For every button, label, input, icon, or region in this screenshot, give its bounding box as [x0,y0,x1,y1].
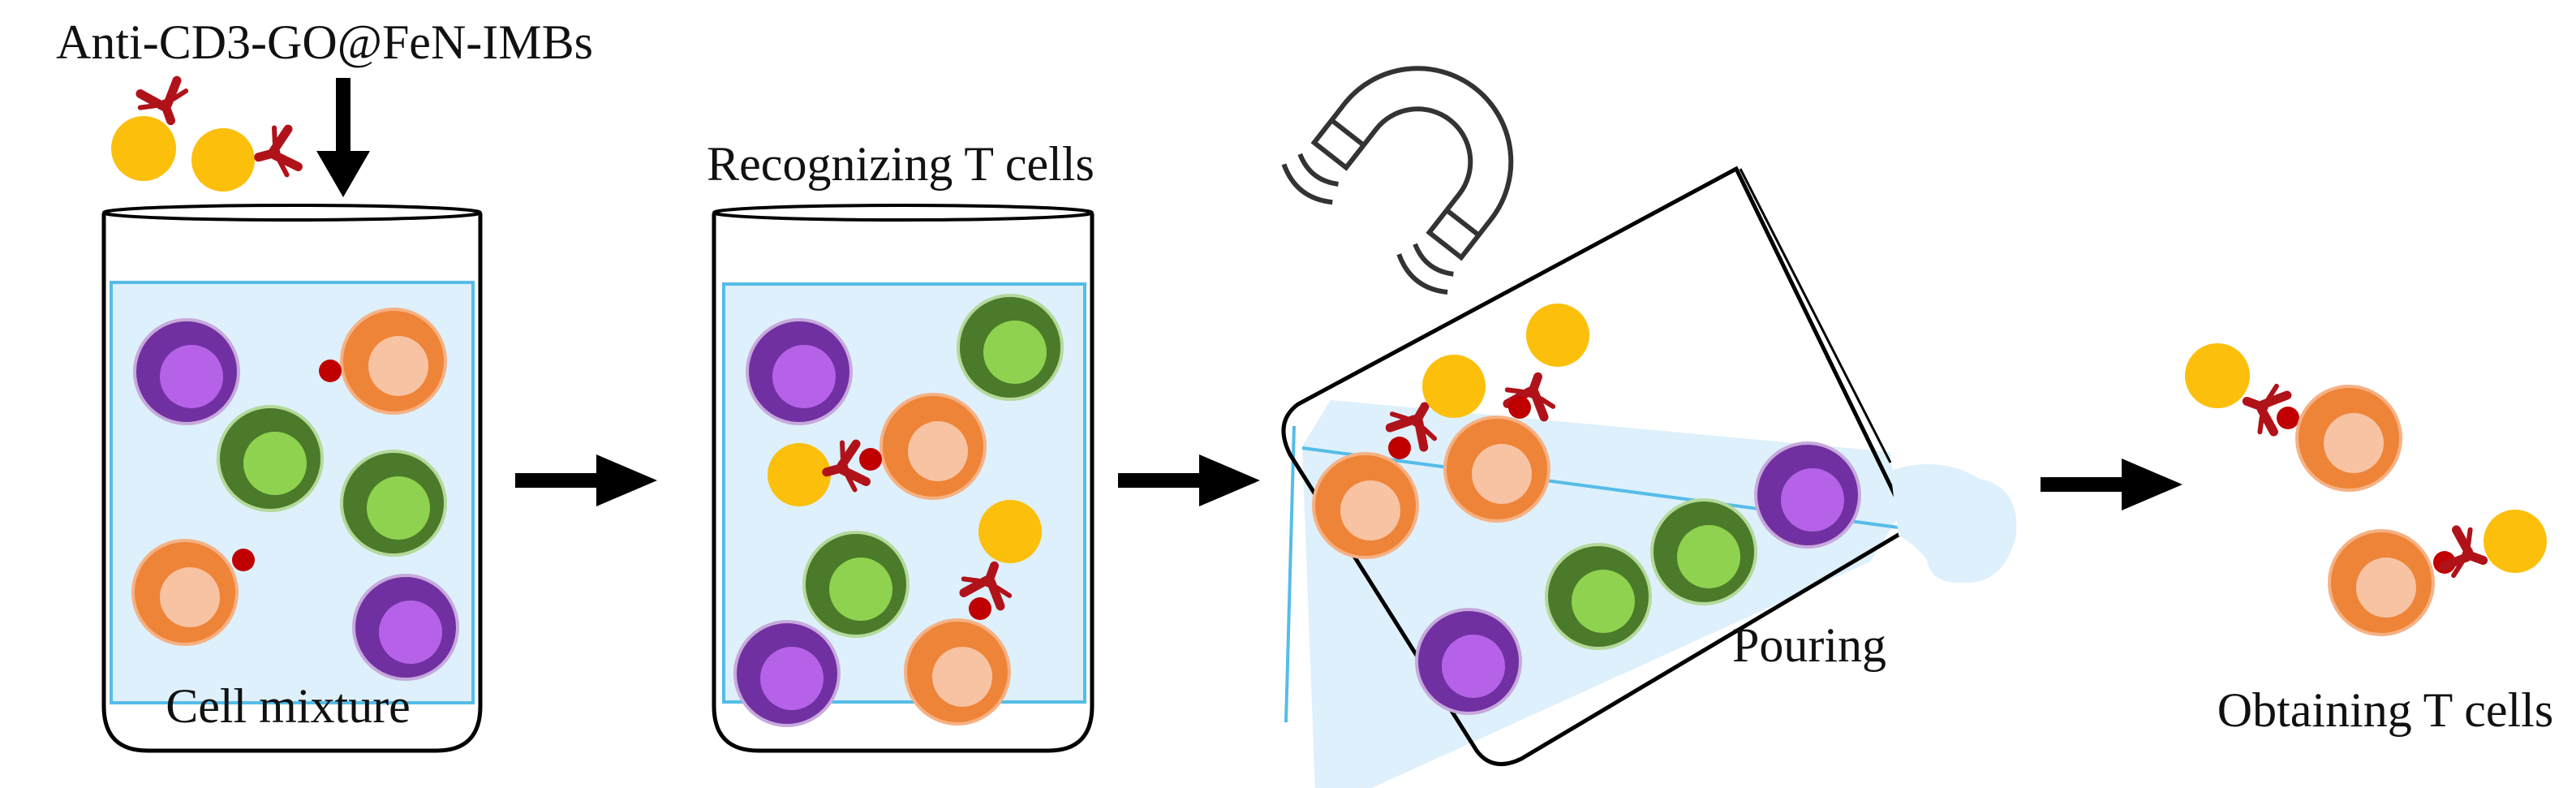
down-arrow-icon [316,78,370,197]
t-cell [879,393,987,500]
arrow-icon [2041,459,2183,510]
panel-recognizing: Recognizing T cells [707,137,1094,753]
isolated-t-cell [2328,510,2547,636]
captured-t-cell [1443,304,1589,523]
green-cell [802,531,910,638]
purple-cell [746,318,853,425]
green-cell [1650,498,1757,605]
bound-bead [959,500,1042,620]
panel-pouring: Pouring [1281,66,2017,788]
t-cell [340,308,447,415]
purple-cell [352,574,459,681]
purple-cell [733,620,841,727]
magnet-icon [1281,66,1514,295]
label-cell-mixture: Cell mixture [166,679,411,733]
label-obtaining: Obtaining T cells [2217,683,2553,737]
captured-t-cell [1312,355,1486,559]
label-reagent: Anti-CD3-GO@FeN-IMBs [56,15,593,69]
immunomagnetic-bead [191,124,299,192]
label-recognizing: Recognizing T cells [707,137,1094,191]
green-cell [340,450,447,557]
arrow-icon [1118,454,1260,506]
purple-cell [133,318,240,425]
green-cell [217,405,324,512]
antigen-marker [232,549,255,571]
purple-cell [1415,608,1522,715]
poured-liquid [1890,464,2017,583]
immunomagnetic-bead [111,79,194,181]
arrow-icon [515,454,657,506]
label-pouring: Pouring [1732,618,1886,672]
t-cell [131,539,239,646]
t-cell [904,618,1011,726]
isolated-t-cell [2185,343,2402,492]
panel-obtaining: Obtaining T cells [2185,343,2553,737]
purple-cell [1754,441,1861,549]
antigen-marker [319,360,342,382]
green-cell [957,294,1064,401]
green-cell [1545,543,1652,650]
panel-cell-mixture: Cell mixture Anti-CD3-GO@FeN-IMBs [56,15,593,753]
bound-bead [768,439,882,506]
